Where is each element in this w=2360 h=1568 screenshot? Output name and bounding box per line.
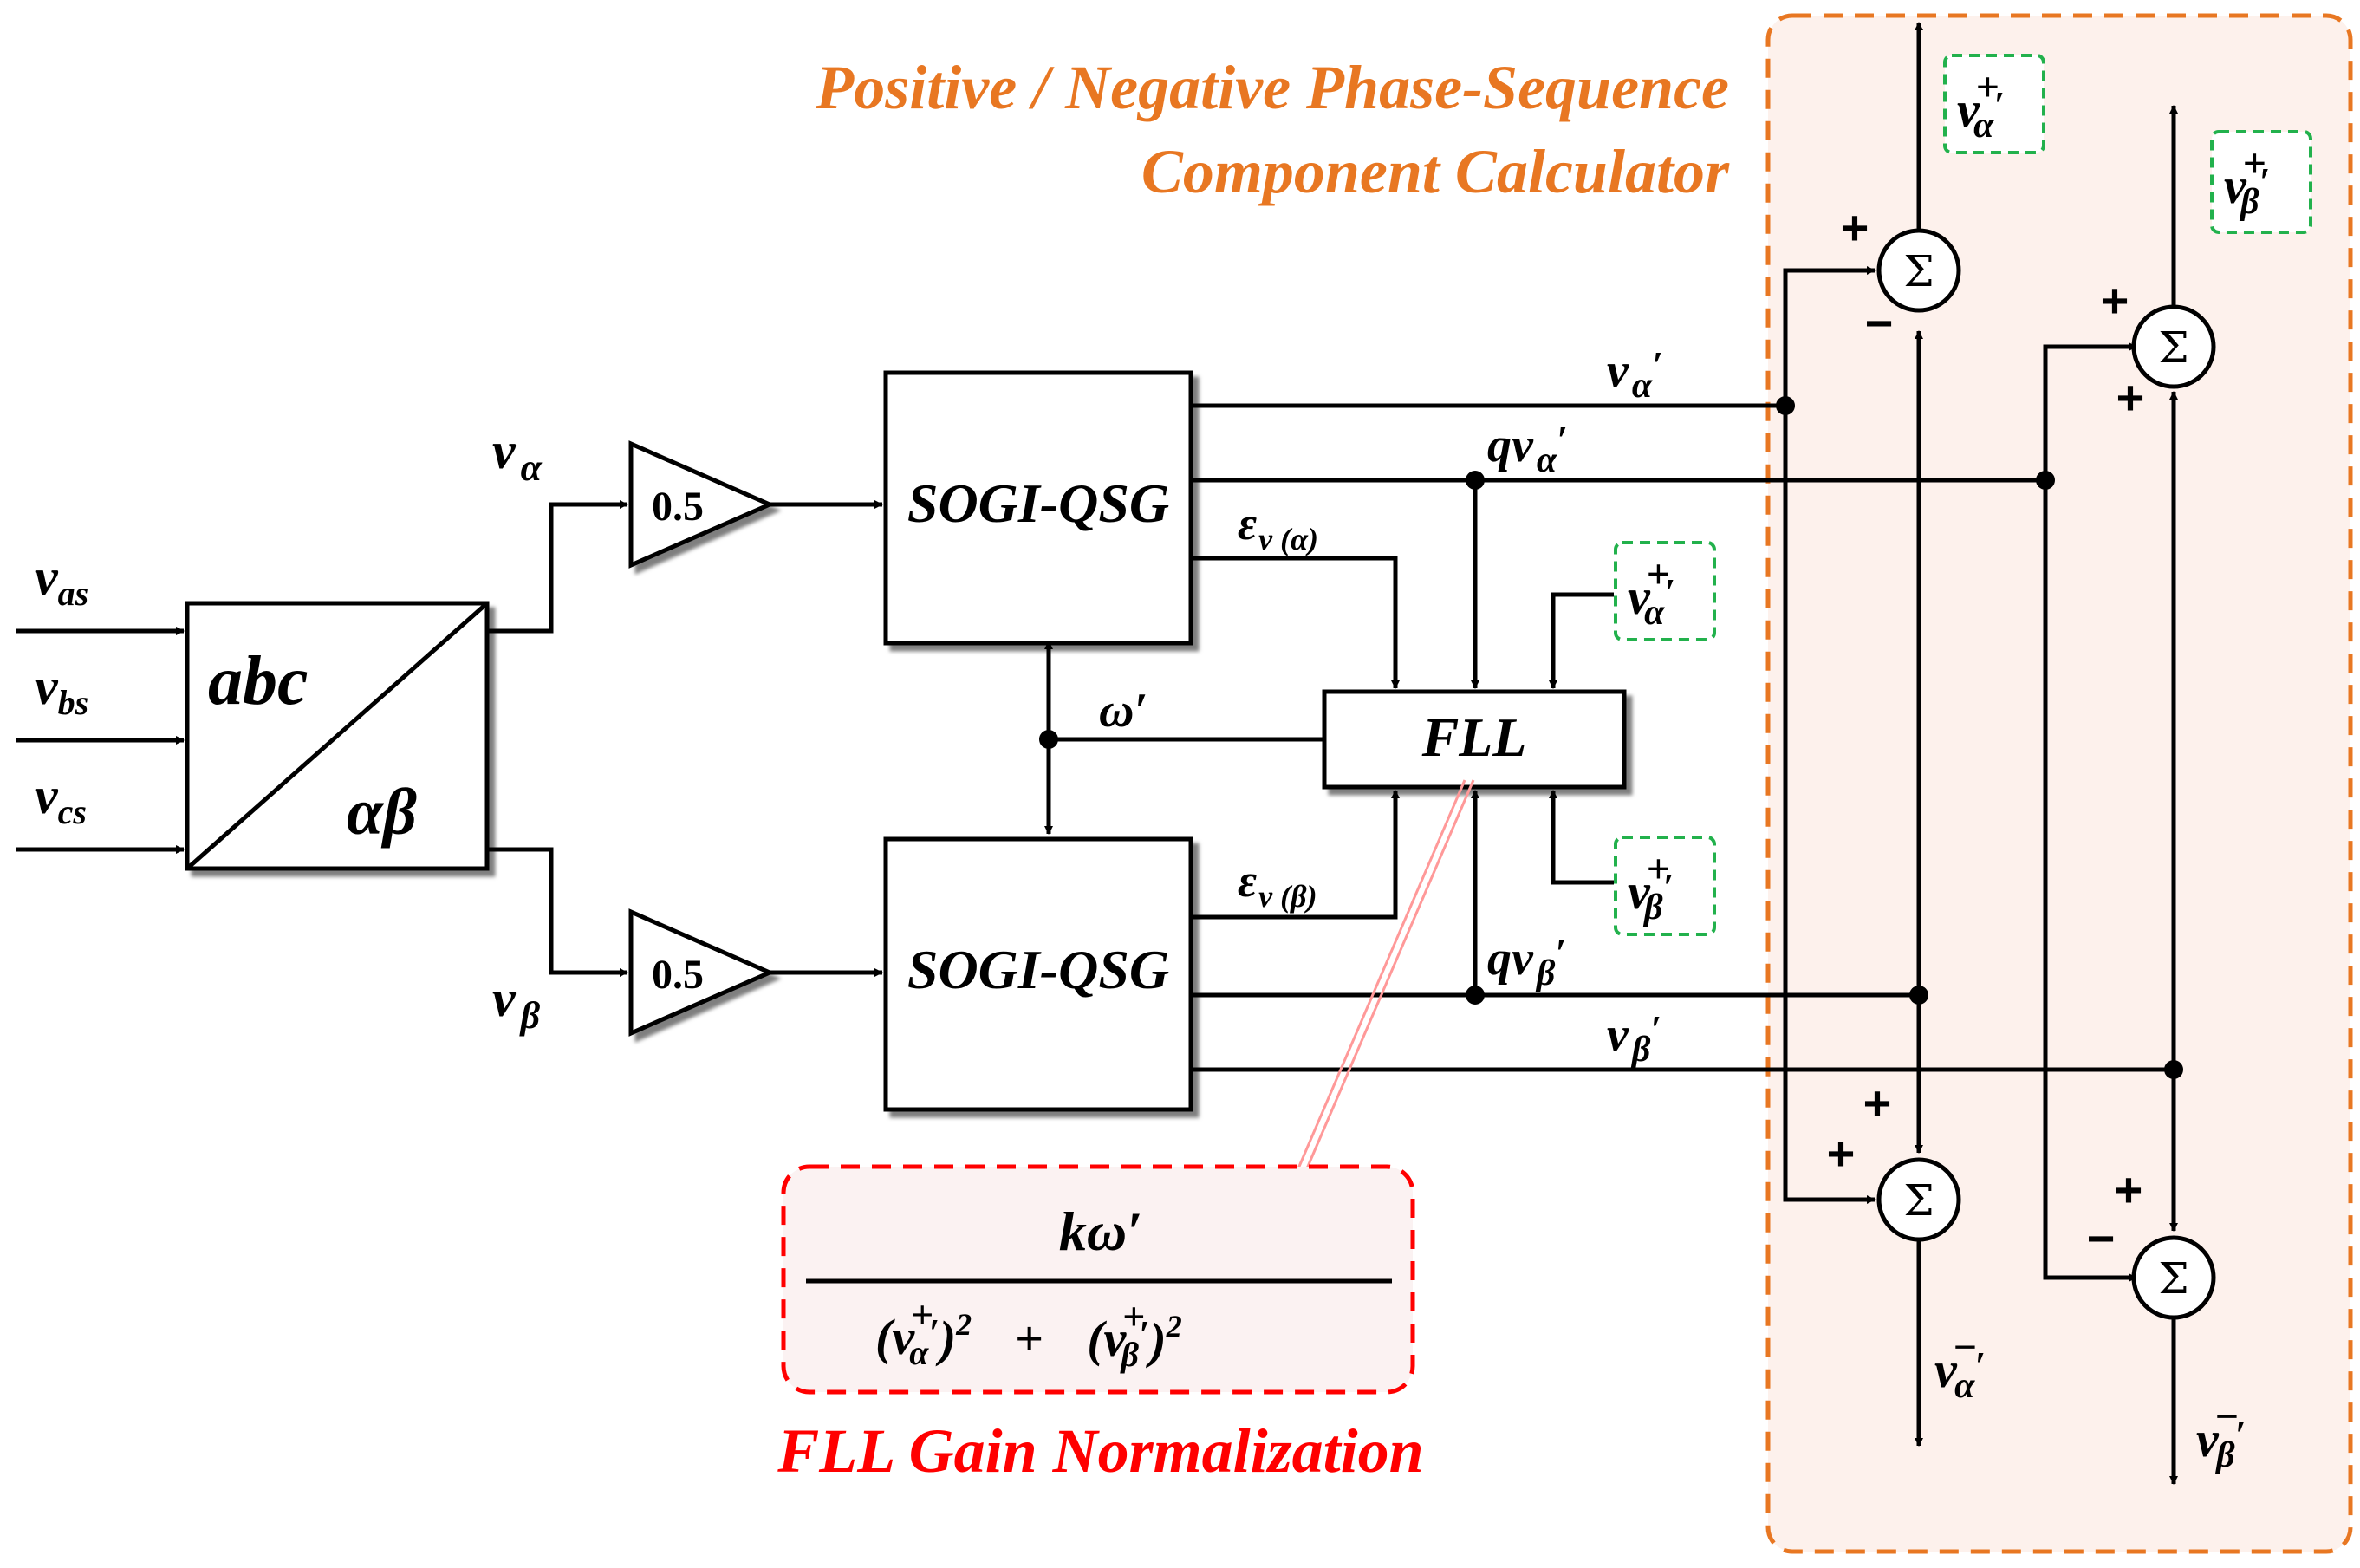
sum-junction-neg-beta: Σ + − [2087,1162,2216,1320]
svg-text:Σ: Σ [1903,246,1934,296]
label-v-cs: vcs [35,767,87,831]
svg-text:v+β′: v+β′ [1628,846,1674,927]
sum-junction-pos-alpha: Σ + − [1841,200,1961,350]
label-omega-prime: ω′ [1099,684,1147,738]
tag-v-beta-pos-feedback: v+β′ [1614,836,1716,936]
calculator-title-line1: Positive / Negative Phase-Sequence [815,53,1729,122]
fll-gain-normalization-title: FLL Gain Normalization [777,1416,1423,1486]
leader-line [1297,779,1475,1169]
tag-v-beta-pos-output: v+β′ [2210,130,2312,234]
gain-block-alpha: 0.5 [628,440,776,569]
signal-wires [16,22,2178,1485]
fll-label: FLL [1421,706,1527,768]
gain-beta-label: 0.5 [652,952,704,998]
abc-label: abc [208,643,309,719]
svg-text:Σ: Σ [2158,1253,2188,1304]
abc-alphabeta-transform-block: abc αβ [185,601,490,871]
svg-text:+: + [1863,1076,1892,1130]
label-v-as: vas [35,549,88,613]
formula-denominator: (v+α′)2+(v+β′)2 [875,1292,1182,1374]
svg-text:+: + [1841,200,1869,255]
alphabeta-label: αβ [347,776,417,849]
formula-numerator: kω′ [1059,1200,1142,1262]
fll-block: FLL [1322,689,1627,790]
svg-text:−: − [1865,296,1894,350]
tag-v-alpha-pos-feedback: v+α′ [1614,541,1716,641]
sum-junction-pos-beta: Σ + + [2101,273,2216,425]
label-v-bs: vbs [35,658,88,722]
svg-text:+: + [1827,1126,1856,1181]
label-v-beta-neg: v−β′ [2196,1394,2246,1475]
svg-text:+: + [2101,273,2129,328]
svg-text:Σ: Σ [1903,1175,1934,1226]
svg-text:+: + [2115,1162,2143,1217]
label-v-alpha-prime: vα′ [1607,344,1662,406]
tag-v-alpha-pos-output: v+α′ [1943,54,2045,154]
gain-alpha-label: 0.5 [652,484,704,530]
junction-dots [1039,396,2183,1079]
svg-text:Σ: Σ [2158,322,2188,373]
sogi-qsg-block-alpha: SOGI-QSG [883,370,1193,646]
sum-junction-neg-alpha: Σ + + [1827,1076,1961,1242]
gain-block-beta: 0.5 [628,908,776,1037]
label-eps-alpha: εv (α) [1238,498,1318,556]
svg-text:v+β′: v+β′ [2224,140,2270,222]
label-qv-alpha-prime: qvα′ [1487,419,1567,480]
label-qv-beta-prime: qvβ′ [1487,932,1566,993]
label-v-alpha-neg: v−α′ [1934,1324,1986,1406]
svg-text:v+α′: v+α′ [1628,551,1675,633]
svg-text:v+α′: v+α′ [1957,64,2005,146]
fll-gain-normalization-box: kω′ (v+α′)2+(v+β′)2 [781,1164,1415,1395]
label-v-beta-prime: vβ′ [1607,1008,1661,1070]
svg-text:−: − [2087,1211,2116,1265]
svg-text:+: + [2116,370,2145,425]
label-eps-beta: εv (β) [1238,855,1317,914]
sogi-qsg-block-beta: SOGI-QSG [883,836,1193,1112]
sogi-alpha-label: SOGI-QSG [907,472,1169,534]
sogi-beta-label: SOGI-QSG [907,939,1169,1000]
calculator-title-line2: Component Calculator [1141,137,1730,206]
